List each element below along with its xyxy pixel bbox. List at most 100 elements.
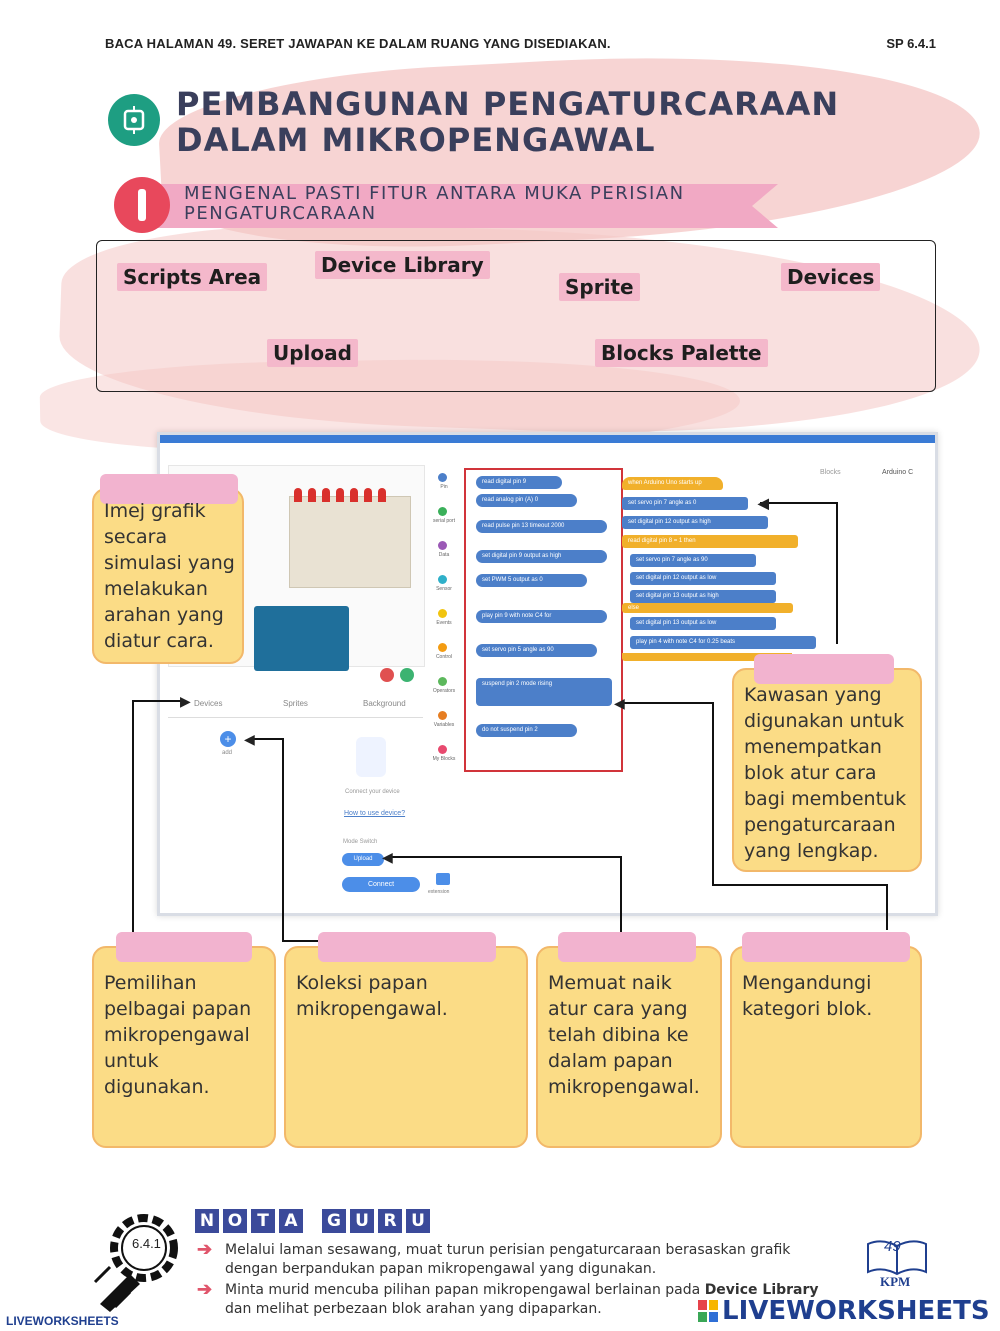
script-block-end	[622, 653, 792, 661]
note-line-1: Melalui laman sesawang, muat turun peris…	[225, 1242, 791, 1258]
connector-line	[622, 702, 714, 704]
connector-line	[282, 738, 284, 940]
ide-top-bar	[160, 435, 935, 443]
go-icon[interactable]	[400, 668, 414, 682]
palette-block[interactable]: do not suspend pin 2	[476, 724, 577, 737]
note-line-1b: dengan berpandukan papan mikropengawal y…	[225, 1261, 657, 1277]
connector-line	[620, 856, 622, 934]
category-dot-pin[interactable]	[438, 473, 447, 482]
category-dot-control[interactable]	[438, 643, 447, 652]
script-block[interactable]: set digital pin 13 output as high	[630, 590, 776, 603]
nota-badge: 6.4.1	[132, 1236, 161, 1251]
extension-icon[interactable]	[436, 873, 450, 885]
palette-block[interactable]: suspend pin 2 mode rising	[476, 678, 612, 706]
tab-sprites[interactable]: Sprites	[283, 699, 308, 708]
add-device-icon[interactable]: +	[220, 731, 236, 747]
rocket-gear-icon	[90, 1212, 190, 1312]
category-dot-data[interactable]	[438, 541, 447, 550]
category-column: Pin serial port Data Sensor Events Contr…	[428, 465, 458, 905]
mode-switch-label: Mode Switch	[343, 839, 378, 845]
connector-line	[712, 884, 888, 886]
arduino-board-graphic	[254, 606, 349, 671]
palette-block[interactable]: read analog pin (A) 0	[476, 494, 577, 507]
nota-letter: N	[195, 1209, 219, 1233]
category-dot-sensor[interactable]	[438, 575, 447, 584]
arrow-right-icon: ➔	[197, 1279, 213, 1299]
answer-chip-scripts-area[interactable]: Scripts Area	[117, 263, 268, 291]
nota-letter: O	[223, 1209, 247, 1233]
script-block[interactable]: when Arduino Uno starts up	[622, 477, 723, 490]
breadboard-graphic	[289, 496, 411, 588]
script-block[interactable]: set digital pin 12 output as low	[630, 572, 776, 585]
nota-letter: U	[406, 1209, 430, 1233]
drop-zone-scripts-area[interactable]	[754, 654, 894, 684]
arduino-c-tab[interactable]: Arduino C	[882, 469, 914, 476]
section-title: MENGENAL PASTI FITUR ANTARA MUKA PERISIA…	[184, 183, 685, 224]
palette-block[interactable]: play pin 9 with note C4 for	[476, 610, 607, 623]
connector-line	[132, 700, 186, 702]
callout-sprite: Imej grafik secara simulasi yang melakuk…	[92, 474, 244, 664]
nota-letter: G	[322, 1209, 346, 1233]
category-dot-events[interactable]	[438, 609, 447, 618]
instruction-text: BACA HALAMAN 49. SERET JAWAPAN KE DALAM …	[105, 36, 611, 51]
tab-background[interactable]: Background	[363, 699, 406, 708]
script-block[interactable]: set digital pin 13 output as low	[630, 617, 776, 630]
palette-block[interactable]: read digital pin 9	[476, 476, 562, 489]
callout-scripts-area: Kawasan yang digunakan untuk menempatkan…	[732, 654, 922, 872]
answer-chip-device-library[interactable]: Device Library	[315, 251, 490, 279]
upload-button[interactable]: Upload	[342, 853, 384, 866]
answer-chip-devices[interactable]: Devices	[781, 263, 881, 291]
page-number: 49	[884, 1238, 901, 1255]
blocks-palette: read digital pin 9 read analog pin (A) 0…	[464, 468, 623, 772]
connector-line	[252, 738, 284, 740]
note-line-2b: dan melihat perbezaan blok arahan yang d…	[225, 1301, 602, 1317]
panda-icon	[356, 737, 386, 777]
arrow-head-icon: ▶	[180, 693, 191, 709]
category-dot-variables[interactable]	[438, 711, 447, 720]
script-block[interactable]: set servo pin 7 angle as 0	[622, 497, 748, 510]
connector-line	[132, 700, 134, 932]
connect-button[interactable]: Connect	[342, 877, 420, 892]
drop-zone-sprite[interactable]	[100, 474, 238, 504]
category-dot-my-blocks[interactable]	[438, 745, 447, 754]
callout-device-library: Koleksi papan mikropengawal.	[284, 932, 528, 1148]
answer-chip-upload[interactable]: Upload	[267, 339, 358, 367]
book-icon	[864, 1238, 930, 1278]
liveworksheets-logo-icon	[698, 1300, 718, 1322]
script-block[interactable]: play pin 4 with note C4 for 0.25 beats	[630, 636, 816, 649]
answer-chip-blocks-palette[interactable]: Blocks Palette	[595, 339, 768, 367]
callout-blocks-palette: Mengandungi kategori blok.	[730, 932, 922, 1148]
nota-letter: R	[378, 1209, 402, 1233]
how-to-link[interactable]: How to use device?	[344, 810, 406, 817]
note-line-2: Minta murid mencuba pilihan papan mikrop…	[225, 1282, 819, 1298]
palette-block[interactable]: set servo pin 5 angle as 90	[476, 644, 597, 657]
arrow-right-icon: ➔	[197, 1239, 213, 1259]
category-dot-operators[interactable]	[438, 677, 447, 686]
drop-zone-device-library[interactable]	[318, 932, 496, 962]
palette-block[interactable]: set PWM 5 output as 0	[476, 574, 587, 587]
callout-devices: Pemilihan pelbagai papan mikropengawal u…	[92, 932, 276, 1148]
answer-bank: Scripts Area Device Library Sprite Devic…	[96, 240, 936, 392]
palette-block[interactable]: read pulse pin 13 timeout 2000	[476, 520, 607, 533]
nota-letter: U	[350, 1209, 374, 1233]
device-tabs: Devices Sprites Background	[168, 693, 423, 718]
drop-zone-upload[interactable]	[558, 932, 696, 962]
extension-label: extension	[428, 889, 450, 895]
blocks-tab[interactable]: Blocks	[820, 469, 841, 476]
drop-zone-devices[interactable]	[116, 932, 252, 962]
connect-device-text: Connect your device	[345, 789, 400, 795]
drop-zone-blocks-palette[interactable]	[742, 932, 910, 962]
tab-devices[interactable]: Devices	[194, 699, 223, 708]
script-block[interactable]: set digital pin 12 output as high	[622, 516, 768, 529]
script-block[interactable]: else	[622, 603, 793, 613]
arrow-head-icon: ◀	[614, 695, 625, 711]
section-number-badge	[114, 177, 170, 233]
script-block[interactable]: set servo pin 7 angle as 90	[630, 554, 756, 567]
connector-line	[836, 502, 838, 644]
answer-chip-sprite[interactable]: Sprite	[559, 273, 640, 301]
liveworksheets-large: LIVEWORKSHEETS	[722, 1296, 990, 1326]
script-block[interactable]: read digital pin 8 = 1 then	[622, 535, 798, 548]
palette-block[interactable]: set digital pin 9 output as high	[476, 550, 607, 563]
category-dot-serial[interactable]	[438, 507, 447, 516]
stop-icon[interactable]	[380, 668, 394, 682]
